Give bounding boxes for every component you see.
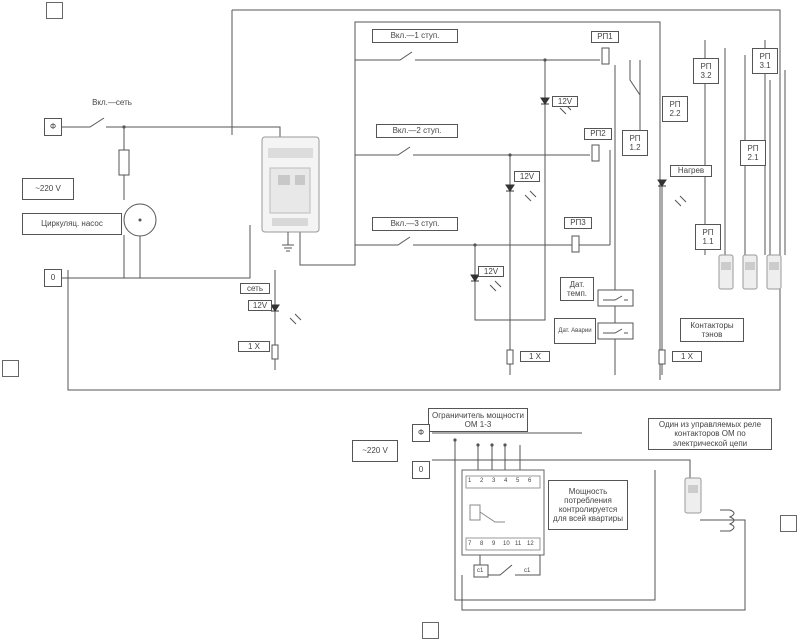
terminal-1x-label-b: 1 Х	[520, 351, 550, 362]
rp3-coil	[571, 235, 580, 253]
rp31-label: РП 3.1	[752, 48, 778, 74]
junction-dot	[508, 153, 512, 157]
bottom-loop-wire	[454, 440, 656, 601]
limiter-terminal-1: 1	[468, 478, 472, 484]
rp2-coil	[591, 144, 600, 162]
pressure-sensor-label: Дат. Аварии	[554, 318, 596, 344]
junction-dot	[122, 125, 126, 129]
zero-terminal-bottom: 0	[412, 461, 430, 479]
bottom-term-wires	[477, 445, 521, 470]
v12-label-c: 12V	[478, 266, 504, 277]
limiter-terminal-4: 4	[504, 478, 508, 484]
step2-wire	[355, 146, 590, 156]
limiter-terminal-6: 6	[528, 478, 532, 484]
bottom-control-wire	[461, 519, 746, 611]
voltage-label-bottom: ~220 V	[352, 440, 398, 462]
limiter-terminal-12: 12	[527, 541, 534, 547]
temp-sensor-label: Дат. темп.	[560, 277, 594, 301]
pressure-sensor-switch	[597, 322, 634, 340]
controlled-contactor-device	[684, 477, 702, 514]
step1-label: Вкл.—1 ступ.	[372, 29, 458, 43]
terminal-1x-label-c: 1 Х	[672, 351, 702, 362]
rp22-label: РП 2.2	[662, 96, 688, 122]
ground-marks	[274, 359, 663, 375]
coil-symbol	[720, 509, 735, 532]
terminal-1x-a	[271, 344, 279, 360]
contactor-devices	[718, 254, 782, 290]
zero-wire	[62, 225, 251, 279]
relay-output-wire	[299, 21, 661, 380]
junction-dot	[453, 438, 457, 442]
junction-dot	[503, 443, 507, 447]
v12-label-b: 12V	[514, 171, 540, 182]
placeholder-square	[46, 2, 63, 19]
limiter-terminal-11: 11	[515, 541, 522, 547]
relay-module-device	[261, 136, 320, 233]
fuse-symbol	[118, 149, 130, 176]
contactors-label: Контакторы тэнов	[680, 318, 744, 342]
top-frame-wire	[67, 9, 781, 391]
pump-wire	[123, 127, 141, 278]
net-label: сеть	[240, 283, 270, 294]
rp1-coil	[601, 47, 610, 65]
step3-label: Вкл.—3 ступ.	[372, 217, 458, 231]
limiter-terminal-5: 5	[516, 478, 520, 484]
rp21-label: РП 2.1	[740, 140, 766, 166]
limiter-terminal-10: 10	[503, 541, 510, 547]
heat-label: Нагрев	[670, 165, 712, 177]
limiter-terminal-7: 7	[468, 541, 472, 547]
limiter-terminal-9: 9	[492, 541, 496, 547]
placeholder-square	[780, 515, 797, 532]
terminal-1x-label-a: 1 Х	[238, 341, 270, 352]
voltage-label-top: ~220 V	[22, 178, 74, 200]
contactor-wire-3	[769, 70, 786, 255]
rp3-label: РП3	[564, 217, 592, 229]
led-12v-d	[270, 304, 280, 312]
step1-wire	[355, 51, 600, 61]
limiter-terminal-2: 2	[480, 478, 484, 484]
terminal-1x-b	[506, 349, 514, 365]
phase-terminal-top: Ф	[44, 118, 62, 136]
junction-dot	[476, 443, 480, 447]
rp12-label: РП 1.2	[622, 130, 648, 156]
bottom-coil-wire	[479, 555, 541, 576]
v12-label-a: 12V	[552, 96, 578, 107]
rp2-label: РП2	[584, 128, 612, 140]
phase-terminal-bottom: Ф	[412, 424, 430, 442]
rp1-label: РП1	[591, 31, 619, 43]
ground-symbol	[282, 232, 294, 252]
placeholder-square	[2, 360, 19, 377]
contact-label: с1	[524, 568, 531, 574]
phase-wire	[62, 117, 281, 150]
mains-switch-label: Вкл.—сеть	[82, 97, 142, 109]
temp-sensor-switch	[597, 289, 634, 307]
rp32-label: РП 3.2	[693, 58, 719, 84]
led-rays	[289, 103, 687, 325]
limiter-terminal-8: 8	[480, 541, 484, 547]
pump-label: Циркуляц. насос	[22, 213, 122, 235]
terminal-1x-c	[658, 349, 666, 365]
limiter-terminal-3: 3	[492, 478, 496, 484]
limiter-device	[461, 469, 545, 578]
led-12v-c	[470, 274, 480, 282]
junction-dot	[490, 443, 494, 447]
step2-label: Вкл.—2 ступ.	[376, 124, 458, 138]
coil-label: с1	[477, 568, 484, 574]
consumption-label: Мощность потребления контролируется для …	[548, 480, 628, 530]
limiter-label: Ограничитель мощности ОМ 1-3	[428, 408, 528, 432]
led-12v-a	[540, 97, 550, 105]
zero-terminal-top: 0	[44, 269, 62, 287]
rp11-label: РП 1.1	[695, 224, 721, 250]
junction-dot	[473, 243, 477, 247]
junction-dot	[543, 58, 547, 62]
controlled-contactor-label: Один из управляемых реле контакторов ОМ …	[648, 418, 772, 450]
v12-label-d: 12V	[248, 300, 272, 311]
led-12v-b	[505, 184, 515, 192]
placeholder-square	[422, 622, 439, 639]
led-heat	[657, 179, 667, 187]
